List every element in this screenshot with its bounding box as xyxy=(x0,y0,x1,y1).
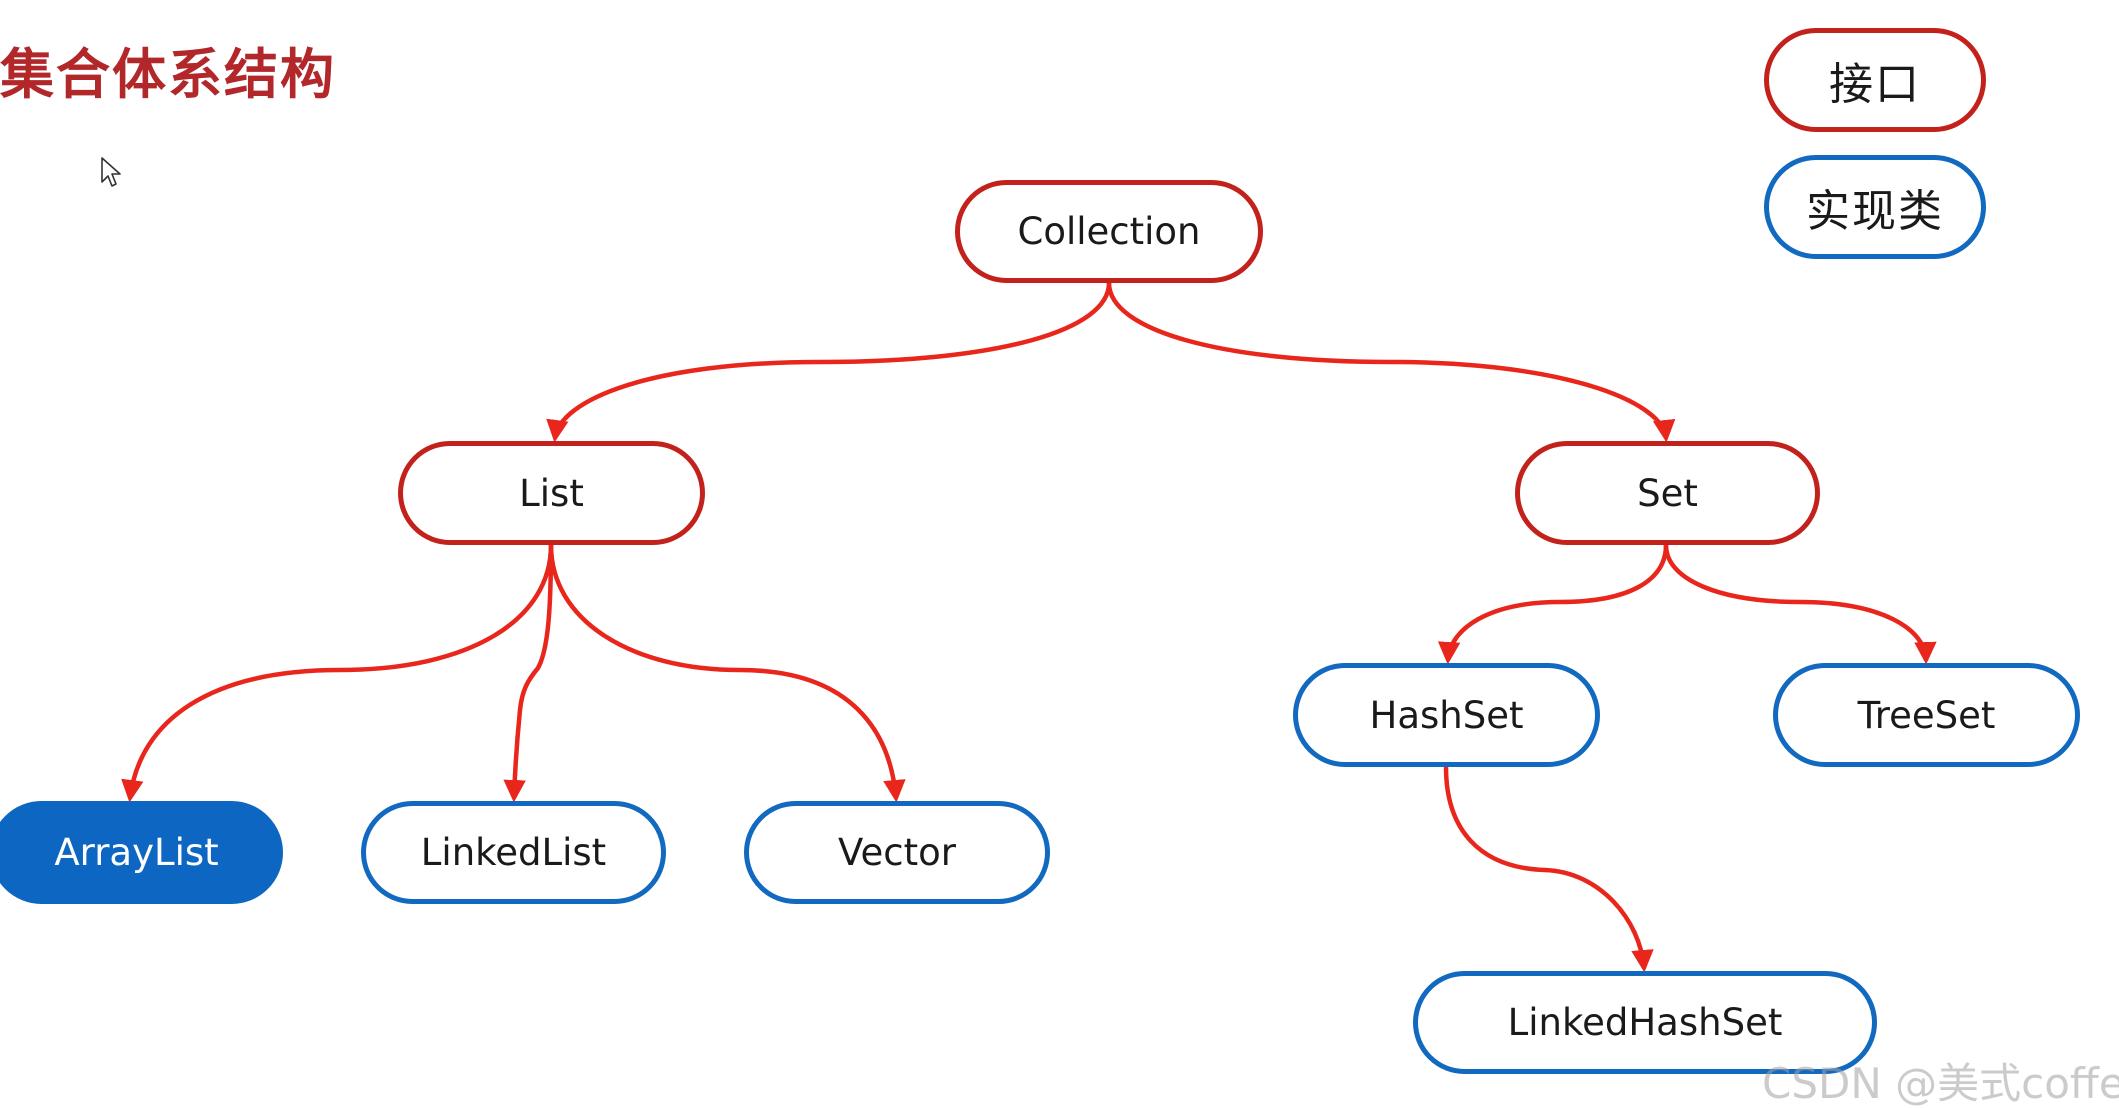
node-arraylist: ArrayList xyxy=(0,801,283,904)
node-linkedlist-label: LinkedList xyxy=(420,831,607,874)
edge-set-hashset xyxy=(1437,544,1669,665)
edge-list-arraylist xyxy=(121,544,554,803)
node-linkedhashset-label: LinkedHashSet xyxy=(1507,1001,1783,1044)
node-arraylist-label: ArrayList xyxy=(54,831,219,874)
node-set-label: Set xyxy=(1637,471,1698,515)
node-collection: Collection xyxy=(955,180,1263,283)
edge-set-treeset xyxy=(1663,544,1937,665)
edge-list-vector xyxy=(548,544,906,803)
node-list: List xyxy=(398,441,705,545)
node-hashset: HashSet xyxy=(1293,663,1600,767)
edge-collection-list xyxy=(546,282,1112,443)
mouse-cursor-icon xyxy=(101,157,121,187)
node-vector-label: Vector xyxy=(838,831,956,874)
node-treeset-label: TreeSet xyxy=(1857,693,1996,737)
edge-list-linkedlist xyxy=(503,544,554,803)
node-vector: Vector xyxy=(744,801,1050,904)
legend-interface: 接口 xyxy=(1764,28,1986,132)
node-linkedlist: LinkedList xyxy=(361,801,666,904)
node-list-label: List xyxy=(519,471,584,515)
node-collection-label: Collection xyxy=(1017,210,1201,253)
page-title: 集合体系结构 xyxy=(0,43,336,106)
node-set: Set xyxy=(1515,441,1820,545)
node-treeset: TreeSet xyxy=(1773,663,2080,767)
legend-interface-label: 接口 xyxy=(1829,59,1921,110)
watermark: CSDN @美式coffee xyxy=(1762,1059,2119,1108)
node-linkedhashset: LinkedHashSet xyxy=(1413,971,1877,1074)
edge-collection-set xyxy=(1106,282,1676,443)
legend-impl: 实现类 xyxy=(1764,155,1986,259)
legend-impl-label: 实现类 xyxy=(1806,186,1944,237)
node-hashset-label: HashSet xyxy=(1369,693,1524,737)
edge-hashset-linkedhashset xyxy=(1443,766,1654,973)
